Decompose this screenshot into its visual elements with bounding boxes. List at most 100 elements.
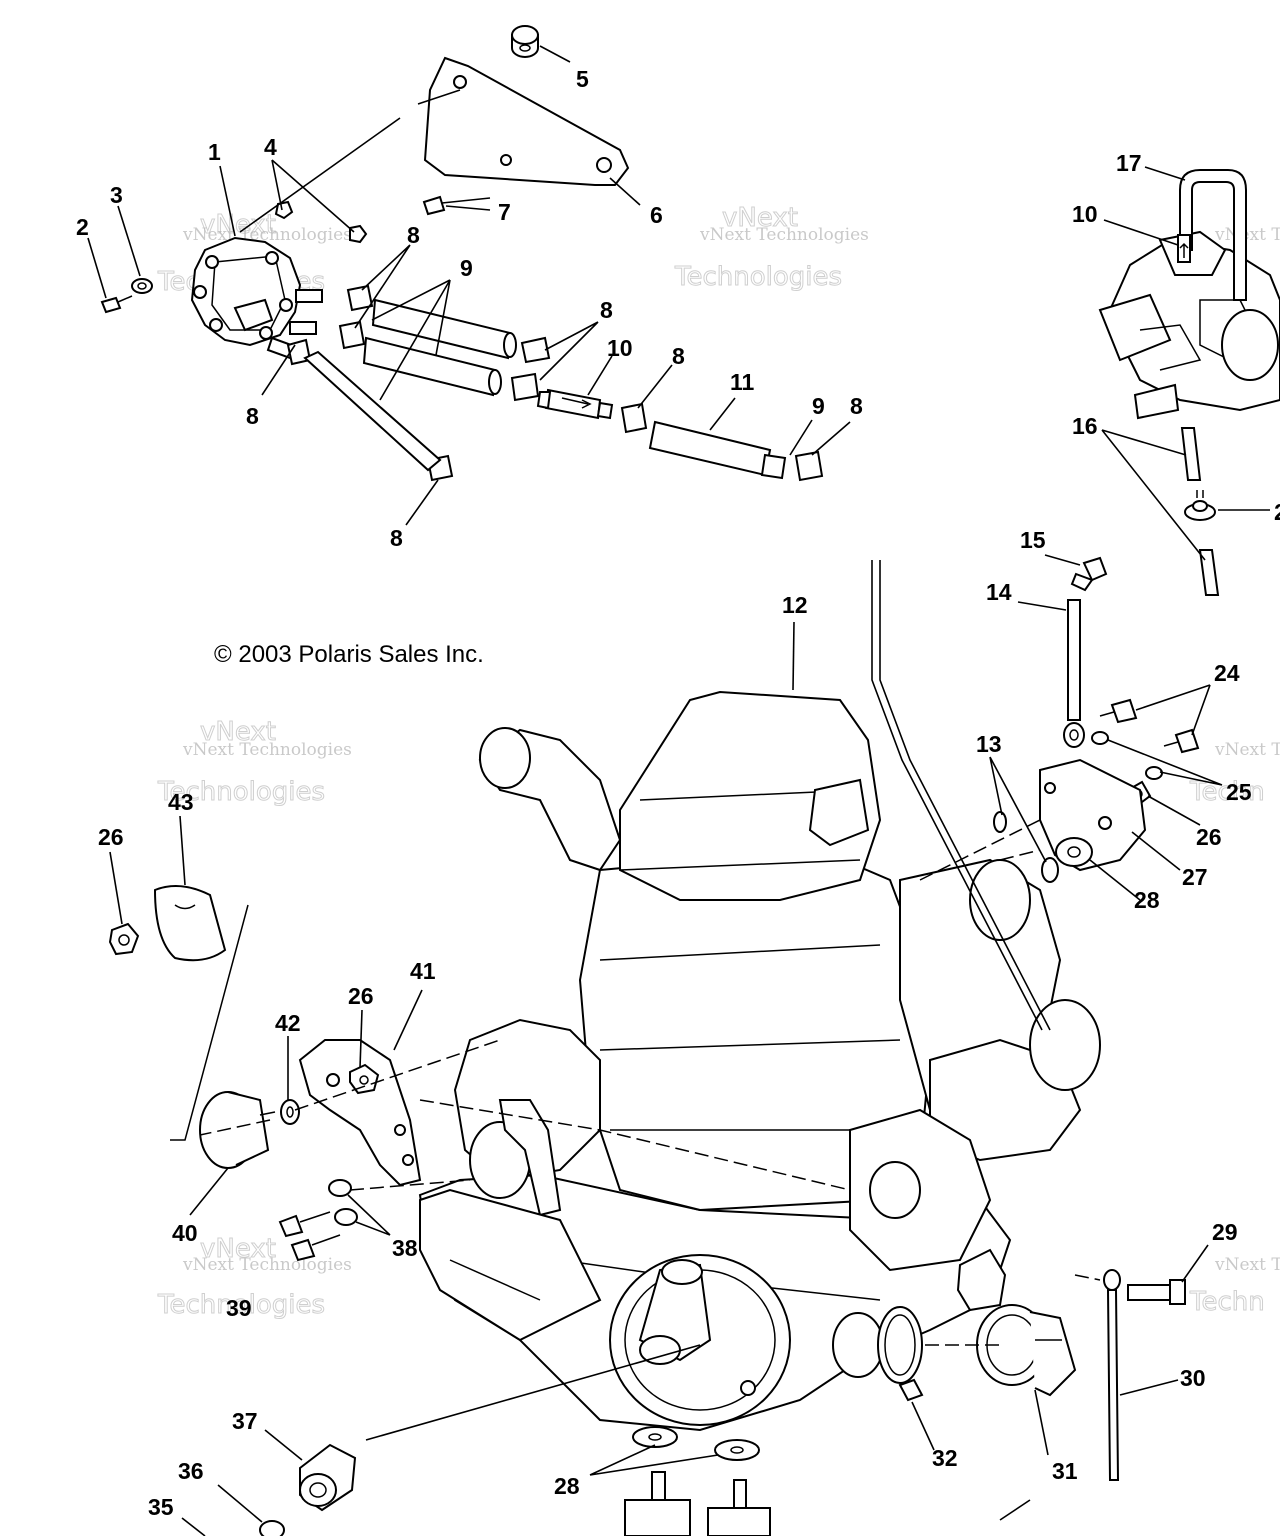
callout-42: 42: [275, 1010, 301, 1036]
svg-text:Techn: Techn: [1189, 1287, 1265, 1317]
boot-cylinder[interactable]: [956, 1248, 1007, 1312]
callout-12: 12: [782, 592, 808, 618]
callout-numbers: 1 2 3 4 5 6 7 8 9 8 10 8 11 9 8 8 8 17 1…: [76, 66, 1280, 1520]
callout-8-f: 8: [390, 525, 403, 551]
svg-text:vNext Te: vNext Te: [1214, 1255, 1280, 1275]
callout-8-d: 8: [850, 393, 863, 419]
callout-37: 37: [232, 1408, 258, 1434]
callout-28-right: 28: [1134, 887, 1160, 913]
pump-nut[interactable]: [274, 200, 368, 244]
svg-text:vNext Technologies: vNext Technologies: [182, 740, 352, 760]
callout-4: 4: [264, 134, 277, 160]
callout-8-b: 8: [600, 297, 613, 323]
svg-text:Technologies: Technologies: [157, 777, 325, 807]
washer-42[interactable]: [280, 1099, 300, 1125]
svg-text:vNext: vNext: [200, 717, 276, 747]
callout-32: 32: [932, 1445, 958, 1471]
engine-mount-bracket-left[interactable]: [298, 1039, 422, 1187]
svg-text:vNext Technologies: vNext Technologies: [699, 225, 869, 245]
washers-38[interactable]: [328, 1179, 358, 1226]
ground-wire[interactable]: [1063, 599, 1085, 748]
drain-grommet[interactable]: [1184, 490, 1216, 521]
spacer-37[interactable]: [299, 1443, 357, 1512]
callout-25: 25: [1226, 779, 1252, 805]
callout-3: 3: [110, 182, 123, 208]
heat-shield-43[interactable]: [153, 885, 227, 962]
callout-16: 16: [1072, 413, 1098, 439]
callout-26-left: 26: [98, 824, 124, 850]
watermark-top-middle: vNext vNext Technologies Technologies: [674, 203, 869, 293]
mount-washers-13[interactable]: [993, 811, 1059, 883]
callout-17: 17: [1116, 150, 1142, 176]
svg-text:vNext Technologies: vNext Technologies: [182, 225, 352, 245]
carb-fitting[interactable]: [1177, 234, 1191, 263]
bolt-29[interactable]: [1127, 1279, 1186, 1305]
rubber-mount-40[interactable]: [199, 1091, 276, 1169]
callout-5: 5: [576, 66, 589, 92]
bracket-bolt[interactable]: [422, 195, 491, 216]
intake-adapter-31[interactable]: [976, 1304, 1077, 1397]
engine-block[interactable]: [418, 560, 1101, 1432]
callout-29: 29: [1212, 1219, 1238, 1245]
callout-28-bottom: 28: [554, 1473, 580, 1499]
callout-9-a: 9: [460, 255, 473, 281]
copyright-notice: © 2003 Polaris Sales Inc.: [214, 641, 484, 668]
callout-41: 41: [410, 958, 436, 984]
callout-30: 30: [1180, 1365, 1206, 1391]
svg-text:vNext Technologies: vNext Technologies: [182, 1255, 352, 1275]
bolts-39[interactable]: [278, 1211, 341, 1262]
callout-11: 11: [730, 369, 755, 395]
callout-1: 1: [208, 139, 221, 165]
callout-15: 15: [1020, 527, 1046, 553]
svg-text:vNext: vNext: [722, 203, 798, 233]
watermark-bottom-right: vNext Te Techn: [1189, 1255, 1280, 1318]
callout-10-b: 10: [1072, 201, 1098, 227]
pump-bracket[interactable]: [423, 56, 630, 186]
callout-26-right: 26: [1196, 824, 1222, 850]
callout-8-a: 8: [407, 222, 420, 248]
callout-43: 43: [168, 789, 194, 815]
watermark-bottom-left: vNext vNext Technologies Technologies: [157, 1234, 352, 1321]
watermark-mid-right: vNext Te Techn: [1189, 740, 1280, 808]
callout-35: 35: [148, 1494, 174, 1520]
assembly-lines: [199, 89, 1101, 1521]
callout-9-b: 9: [812, 393, 825, 419]
svg-text:Technologies: Technologies: [674, 262, 842, 292]
pump-screw[interactable]: [100, 295, 133, 314]
bracket-bolts-24[interactable]: [1099, 698, 1200, 754]
vent-line[interactable]: [1179, 169, 1247, 301]
mount-nut-26-left[interactable]: [108, 922, 140, 956]
callout-6: 6: [650, 202, 663, 228]
leader-lines: [87, 45, 1270, 1536]
rubber-mount-28-right[interactable]: [1055, 837, 1093, 867]
callout-8-c: 8: [672, 343, 685, 369]
callout-2: 2: [76, 214, 89, 240]
callout-2-right: 2: [1274, 499, 1280, 525]
rubber-mounts-28-bottom[interactable]: [624, 1426, 771, 1536]
callout-26-bracket: 26: [348, 983, 374, 1009]
mount-nut-26-bracket[interactable]: [349, 1063, 380, 1095]
bolt-15[interactable]: [1070, 556, 1108, 592]
callout-24: 24: [1214, 660, 1240, 686]
callout-8-e: 8: [246, 403, 259, 429]
fuel-filter[interactable]: [536, 388, 614, 420]
svg-text:vNext: vNext: [200, 1234, 276, 1264]
callout-40: 40: [172, 1220, 198, 1246]
callout-39: 39: [226, 1295, 252, 1321]
callout-7: 7: [498, 199, 511, 225]
fuel-pump[interactable]: [190, 236, 323, 360]
fuel-lines[interactable]: [303, 298, 787, 480]
svg-text:vNext Te: vNext Te: [1214, 740, 1280, 760]
svg-text:Techn: Techn: [1189, 777, 1265, 807]
ground-strap-30[interactable]: [1103, 1269, 1121, 1481]
callout-10-a: 10: [607, 335, 633, 361]
drain-lines[interactable]: [1180, 427, 1220, 596]
clamp-32[interactable]: [898, 1378, 924, 1402]
callout-27: 27: [1182, 864, 1208, 890]
callout-36: 36: [178, 1458, 204, 1484]
washer-36[interactable]: [259, 1520, 285, 1536]
callout-38: 38: [392, 1235, 418, 1261]
washer[interactable]: [131, 278, 153, 294]
bushing[interactable]: [511, 25, 539, 58]
